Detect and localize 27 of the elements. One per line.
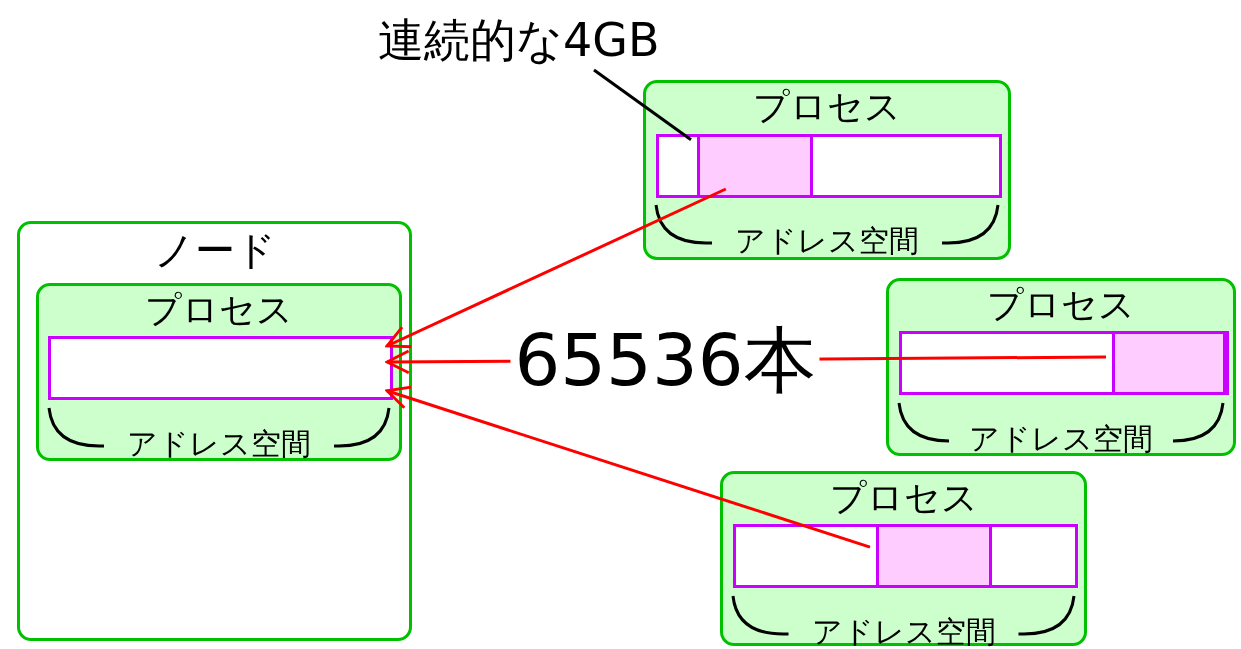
memory-segment xyxy=(876,527,992,585)
address-space-label: アドレス空間 xyxy=(968,424,1154,454)
edge-label: 65536本 xyxy=(510,324,820,396)
address-space-label: アドレス空間 xyxy=(126,429,312,459)
process-box xyxy=(886,278,1236,456)
memory-segment xyxy=(697,137,813,195)
process-heading: プロセス xyxy=(986,287,1136,323)
process-box xyxy=(36,283,402,461)
memory-bar xyxy=(733,524,1078,588)
address-space-label: アドレス空間 xyxy=(810,617,997,647)
arrow xyxy=(385,385,871,549)
address-space-label: アドレス空間 xyxy=(734,226,920,256)
node-box xyxy=(17,221,412,641)
leader-line xyxy=(593,68,692,141)
memory-segment xyxy=(1112,334,1226,392)
memory-bar xyxy=(48,336,393,400)
process-heading: プロセス xyxy=(752,89,902,125)
memory-bar xyxy=(899,331,1229,395)
process-heading: プロセス xyxy=(144,292,294,328)
process-box xyxy=(643,80,1011,260)
node-heading: ノード xyxy=(152,230,277,270)
process-box xyxy=(720,471,1087,646)
memory-bar xyxy=(656,134,1002,198)
arrow xyxy=(385,349,1106,375)
arrow xyxy=(385,187,727,349)
callout-text: 連続的な4GB xyxy=(378,10,738,70)
process-heading: プロセス xyxy=(828,480,979,516)
